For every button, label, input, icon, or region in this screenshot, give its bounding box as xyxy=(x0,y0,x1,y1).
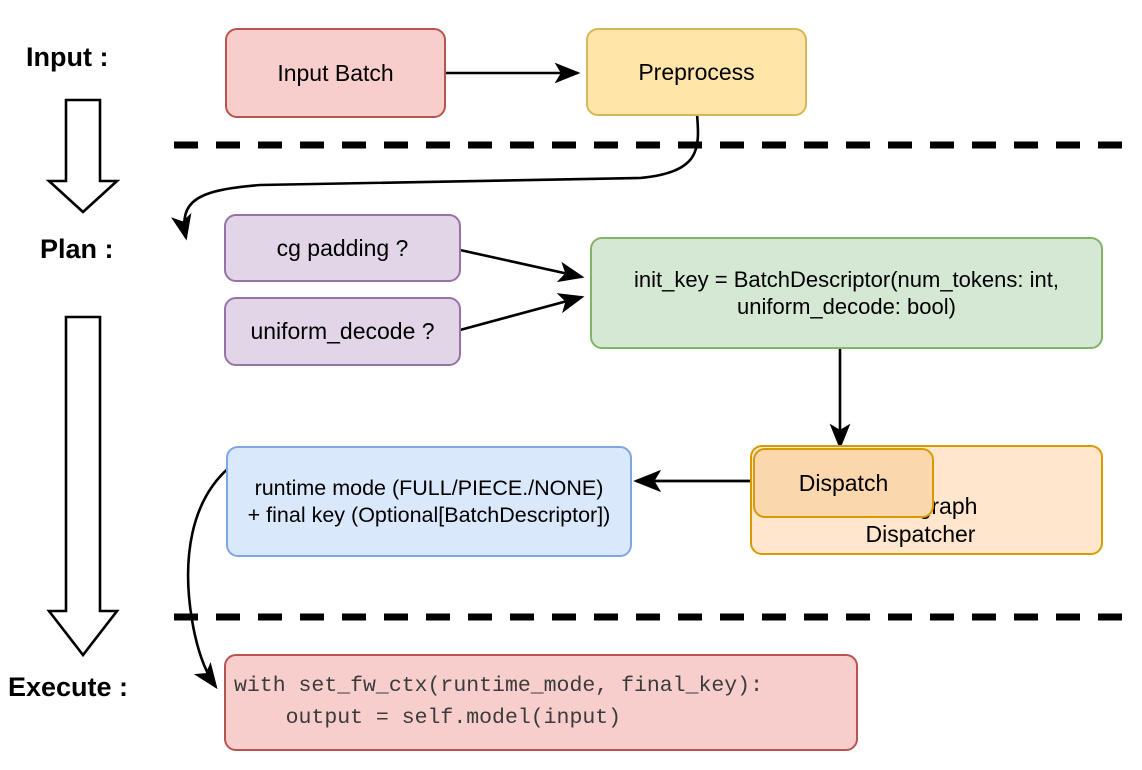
node-input-batch-label: Input Batch xyxy=(277,59,394,86)
node-execute-code-line2: output = self.model(input) xyxy=(234,705,622,730)
node-input-batch[interactable]: Input Batch xyxy=(225,28,446,118)
node-dispatch[interactable]: Dispatch xyxy=(753,448,934,518)
uniform-decode-to-init-key xyxy=(459,293,585,332)
node-runtime-mode-line1: runtime mode (FULL/PIECE./NONE) xyxy=(254,475,604,500)
node-uniform-decode-label: uniform_decode ? xyxy=(250,318,435,345)
node-execute-code[interactable]: with set_fw_ctx(runtime_mode, final_key)… xyxy=(224,654,858,751)
node-execute-code-line1: with set_fw_ctx(runtime_mode, final_key)… xyxy=(234,674,763,699)
stage-label-execute: Execute : xyxy=(8,672,129,702)
plan-to-execute-block-arrow xyxy=(46,315,120,658)
input-to-plan-block-arrow xyxy=(45,98,121,214)
runtime-mode-to-execute-code xyxy=(186,464,232,690)
node-init-key[interactable]: init_key = BatchDescriptor(num_tokens: i… xyxy=(590,237,1103,349)
node-init-key-line1: init_key = BatchDescriptor(num_tokens: i… xyxy=(634,266,1059,292)
stage-label-input: Input : xyxy=(26,42,109,72)
node-cg-padding[interactable]: cg padding ? xyxy=(224,214,461,282)
node-runtime-mode-line2: + final key (Optional[BatchDescriptor]) xyxy=(247,502,611,527)
stage-label-plan: Plan : xyxy=(40,234,114,264)
node-uniform-decode[interactable]: uniform_decode ? xyxy=(224,297,461,366)
node-cudagraph-dispatcher-line2: Dispatcher xyxy=(865,521,976,548)
node-dispatch-label: Dispatch xyxy=(798,469,889,496)
cg-padding-to-init-key xyxy=(459,248,585,283)
node-preprocess[interactable]: Preprocess xyxy=(586,28,807,116)
node-preprocess-label: Preprocess xyxy=(638,58,755,85)
node-init-key-line2: uniform_decode: bool) xyxy=(737,294,956,319)
node-runtime-mode[interactable]: runtime mode (FULL/PIECE./NONE) + final … xyxy=(226,446,632,557)
node-cg-padding-label: cg padding ? xyxy=(276,234,409,261)
